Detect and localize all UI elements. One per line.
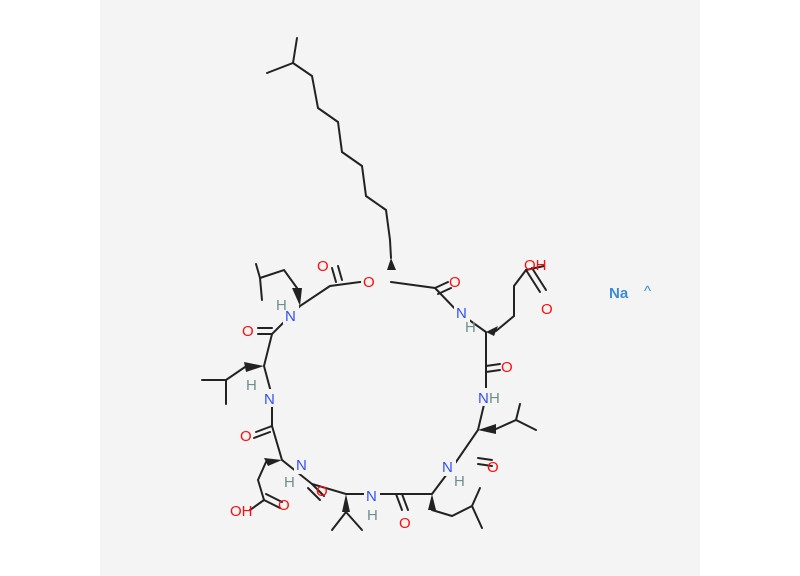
right-carbonyl [485, 363, 501, 373]
amide-hydrogen-bottom-right-label: H [454, 473, 465, 490]
amide-nitrogen-top-right-label: N [456, 305, 467, 322]
tail-bonds [266, 61, 392, 259]
molecule-structure: O O O OH O N H N H O N H O N H O OH O N … [201, 37, 651, 532]
bottom-left-carbonyl [307, 483, 325, 501]
ester-carbonyl [331, 265, 343, 283]
left-low-carbonyl-oxygen-label: O [240, 428, 252, 445]
leu-bottom-side-chain [428, 487, 483, 529]
amide-nitrogen-bottom-label: N [366, 488, 377, 505]
bottom-right-carbonyl [477, 457, 493, 467]
amide-nitrogen-bottom-right-label: N [442, 459, 453, 476]
sodium-label: Na [609, 285, 629, 302]
amide-hydrogen-top-left-label: H [276, 297, 287, 314]
lipid-tail [266, 37, 396, 270]
left-carbonyl [257, 327, 273, 335]
bottom-carbonyl-oxygen-label: O [399, 515, 411, 532]
structure-canvas: O O O OH O N H N H O N H O N H O OH O N … [100, 0, 700, 576]
tail-stereo-wedge [387, 258, 396, 270]
right-carbonyl-oxygen-label: O [501, 359, 513, 376]
tail-branch-bond [292, 37, 298, 64]
acid-carbonyl-oxygen-label: O [541, 301, 553, 318]
atom-labels: O O O OH O N H N H O N H O N H O OH O N … [230, 257, 651, 532]
ester-carbonyl-oxygen-label: O [317, 258, 329, 275]
left-low-carbonyl [253, 425, 273, 439]
amide-hydrogen-bottom-label: H [367, 507, 378, 524]
sodium-charge-marker: ^ [644, 283, 651, 300]
bottom-right-carbonyl-oxygen-label: O [487, 459, 499, 476]
amide-hydrogen-bottom-left-label: H [284, 474, 295, 491]
top-carbonyl [434, 281, 452, 295]
amide-nitrogen-top-left-label: N [285, 308, 296, 325]
bottom-carbonyl [395, 493, 409, 511]
amide-nitrogen-right-label: N [478, 390, 489, 407]
amide-nitrogen-left-label: N [264, 391, 275, 408]
amide-nitrogen-bottom-left-label: N [296, 457, 307, 474]
asp-hydroxyl-label: OH [230, 503, 253, 520]
glu-side-chain [486, 265, 547, 336]
left-carbonyl-oxygen-label: O [242, 323, 254, 340]
top-carbonyl-oxygen-label: O [449, 274, 461, 291]
asp-carbonyl-oxygen-label: O [278, 497, 290, 514]
amide-hydrogen-top-right-label: H [465, 319, 476, 336]
amide-hydrogen-right-label: H [489, 390, 500, 407]
bottom-left-carbonyl-oxygen-label: O [316, 483, 328, 500]
acid-hydroxyl-label: OH [524, 257, 547, 274]
val-side-chain [331, 494, 363, 531]
amide-hydrogen-left-label: H [246, 377, 257, 394]
asp-side-chain [249, 458, 283, 511]
ring-oxygen-label: O [363, 274, 375, 291]
leu-right-side-chain [478, 403, 537, 434]
leu-left-side-chain [201, 362, 264, 405]
leu-top-side-chain [255, 263, 302, 306]
